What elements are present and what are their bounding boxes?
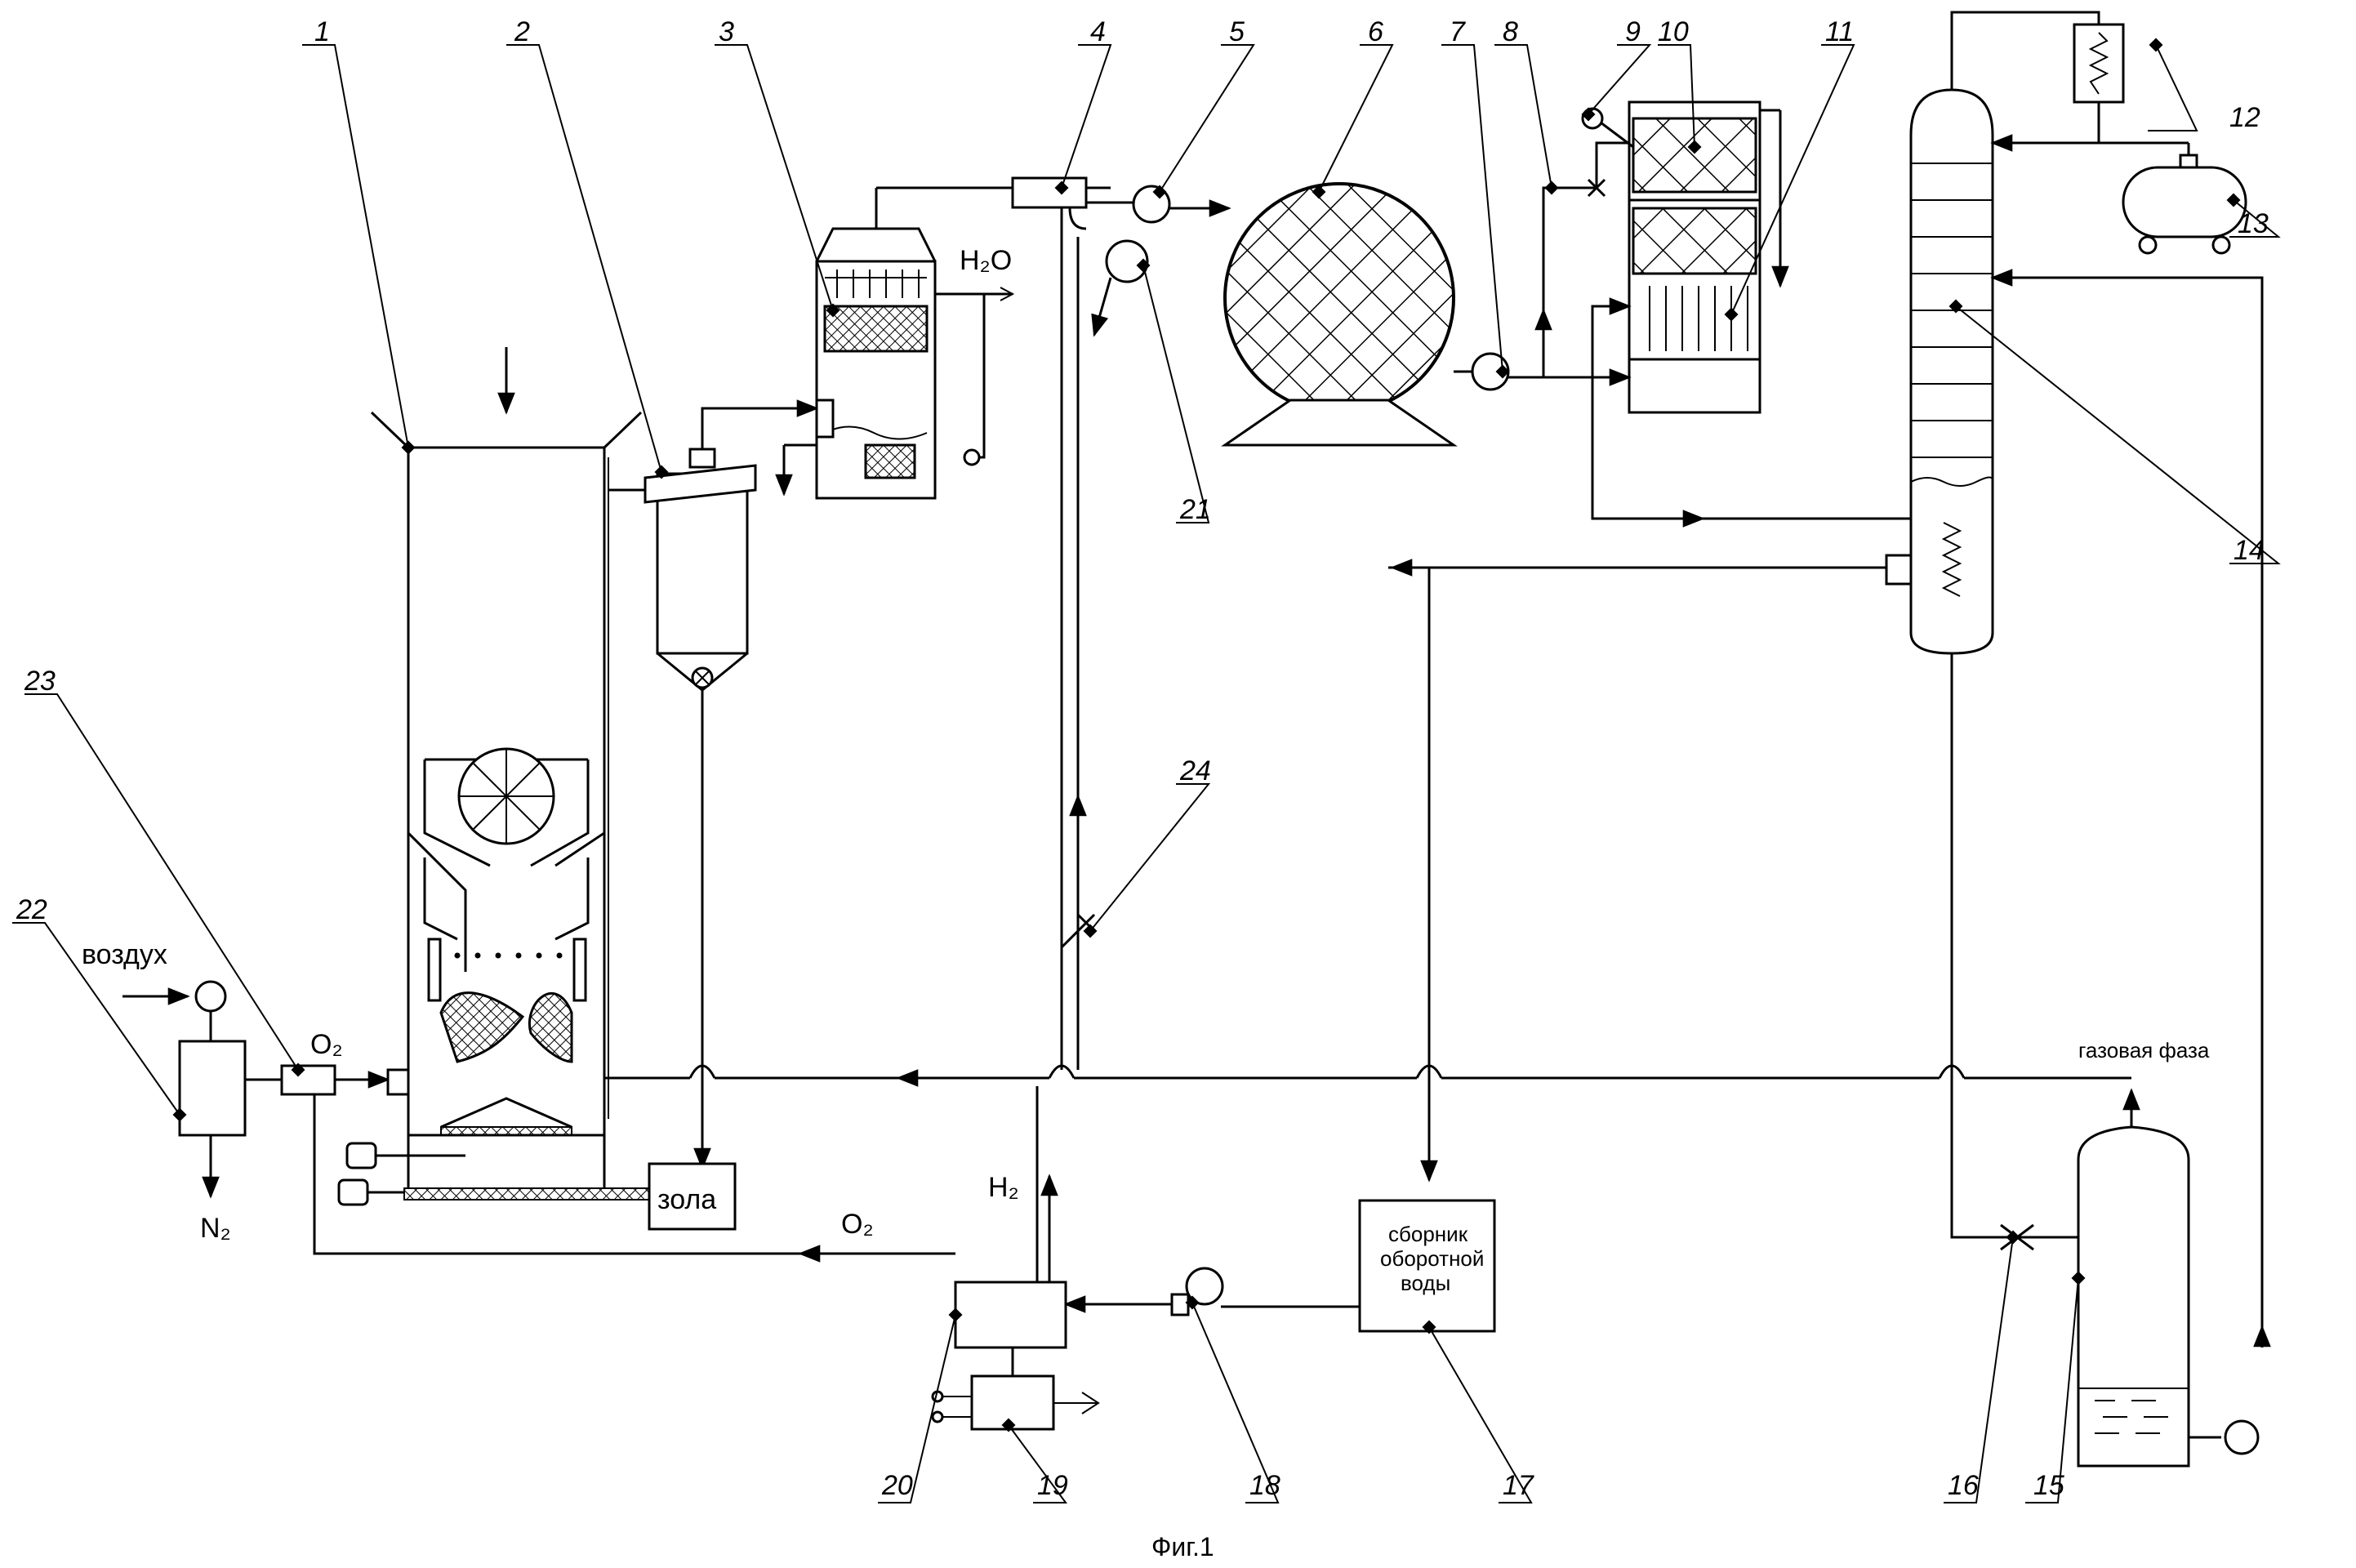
callout-17: 17: [1503, 1470, 1534, 1501]
callout-24: 24: [1179, 755, 1211, 786]
air-label: воздух: [82, 939, 167, 970]
callout-14: 14: [2234, 535, 2265, 566]
collector-line-2: оборотной: [1380, 1246, 1484, 1271]
callout-15: 15: [2033, 1470, 2064, 1501]
gasifier-reactor: [370, 347, 643, 1137]
separator: [1950, 653, 2271, 1468]
ash-conveyor: [337, 1135, 737, 1231]
synthesis-block: [1542, 100, 1927, 528]
water-and-electrolysis: [313, 1078, 1496, 1431]
callout-5: 5: [1229, 16, 1245, 47]
callout-11: 11: [1825, 16, 1854, 47]
cyclone: [608, 399, 819, 1170]
callout-1: 1: [314, 16, 330, 47]
callout-9: 9: [1625, 16, 1641, 47]
distillation-column: [1388, 11, 2264, 1339]
gas-phase-label: газовая фаза: [2078, 1038, 2210, 1062]
callout-4: 4: [1090, 16, 1106, 47]
o2-label-bottom: O₂: [841, 1209, 874, 1240]
n2-label: N₂: [200, 1213, 231, 1244]
callout-23: 23: [24, 666, 56, 697]
collector-line-1: сборник: [1388, 1222, 1468, 1246]
collector-line-3: воды: [1401, 1271, 1450, 1295]
callout-19: 19: [1037, 1470, 1068, 1501]
o2-label-top: O₂: [310, 1029, 343, 1060]
ash-label: зола: [657, 1184, 716, 1215]
callout-21: 21: [1179, 494, 1211, 525]
callout-22: 22: [16, 894, 47, 925]
callout-10: 10: [1658, 16, 1689, 47]
scrubber: [775, 186, 1015, 500]
callout-7: 7: [1450, 16, 1466, 47]
callout-12: 12: [2229, 102, 2260, 133]
h2-label: H₂: [988, 1172, 1019, 1203]
callout-20: 20: [881, 1470, 913, 1501]
main-recycle-line: [604, 568, 2131, 1183]
callout-3: 3: [719, 16, 734, 47]
callout-16: 16: [1948, 1470, 1979, 1501]
callout-8: 8: [1503, 16, 1518, 47]
callout-2: 2: [514, 16, 530, 47]
callout-numbers: 1 2 3 4 5 6 7 8 9 10 11 12 13 14 15 16 1…: [16, 16, 2269, 1501]
catalytic-reactor-6: [1221, 182, 1458, 447]
callout-13: 13: [2238, 208, 2269, 239]
callout-18: 18: [1249, 1470, 1280, 1501]
stream-labels: H₂O воздух O₂ N₂ зола O₂ H₂ газовая фаза…: [82, 245, 2210, 1561]
air-separation: [122, 980, 410, 1199]
figure-caption: Фиг.1: [1151, 1532, 1214, 1561]
ejector-and-blowers: [1011, 176, 1231, 1070]
h2o-label: H₂O: [960, 245, 1012, 276]
callout-6: 6: [1368, 16, 1383, 47]
